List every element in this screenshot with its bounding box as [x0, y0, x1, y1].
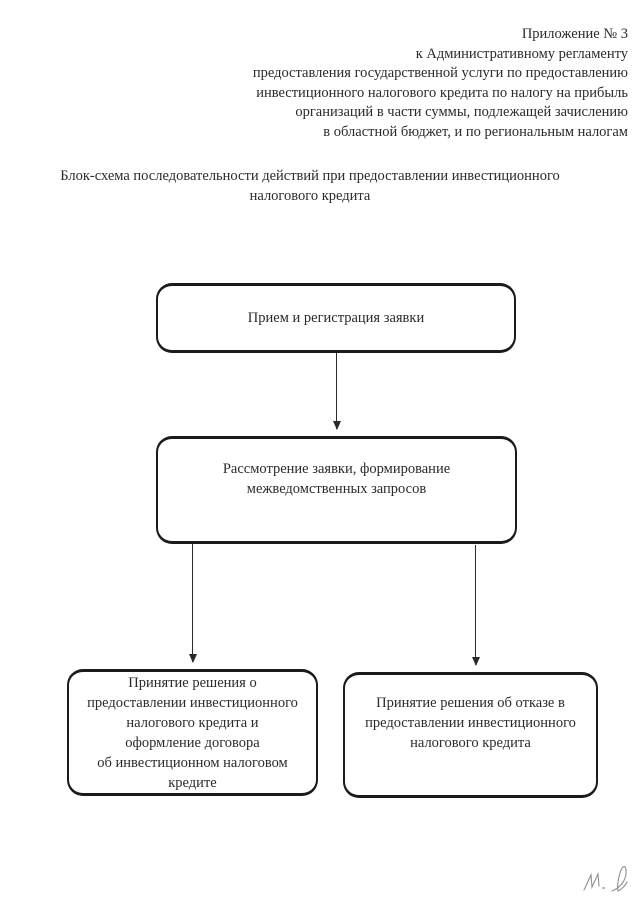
header-line: предоставления государственной услуги по…	[252, 65, 628, 81]
flowchart-node-review-application: Рассмотрение заявки, формирование межвед…	[156, 436, 517, 544]
header-line: Приложение № 3	[521, 26, 628, 42]
flowchart-node-approve-credit: Принятие решения о предоставлении инвест…	[67, 669, 318, 796]
page-title: Блок-схема последовательности действий п…	[60, 168, 560, 204]
arrow-review-to-reject	[471, 545, 480, 666]
header-line: организаций в части суммы, подлежащей за…	[295, 104, 628, 120]
header-line: инвестиционного налогового кредита по на…	[256, 84, 628, 101]
flowchart-node-label: Принятие решения о предоставлении инвест…	[87, 674, 298, 791]
header-line: к Административному регламенту	[415, 45, 628, 62]
appendix-header: Приложение № 3 к Административному регла…	[228, 25, 628, 142]
flowchart-node-label: Принятие решения об отказе в предоставле…	[365, 695, 576, 751]
arrowhead-down-icon	[471, 657, 480, 666]
arrow-receive-to-review	[332, 353, 341, 430]
arrow-review-to-approve	[188, 544, 197, 663]
flowchart-node-label: Рассмотрение заявки, формирование межвед…	[222, 461, 451, 497]
flowchart-node-receive-application: Прием и регистрация заявки	[156, 283, 516, 353]
arrowhead-down-icon	[332, 421, 341, 430]
arrowhead-down-icon	[188, 654, 197, 663]
flowchart-node-reject-credit: Принятие решения об отказе в предоставле…	[343, 672, 598, 798]
handwritten-signature	[583, 865, 628, 892]
flowchart-node-label: Прием и регистрация заявки	[247, 310, 425, 326]
header-line: в областной бюджет, и по региональным на…	[323, 123, 628, 140]
